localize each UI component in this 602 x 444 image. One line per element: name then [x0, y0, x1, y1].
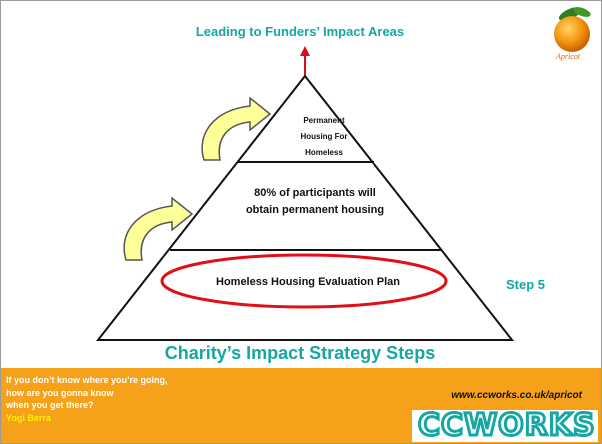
footer-title: Charity’s Impact Strategy Steps [164, 343, 436, 363]
ccworks-logo: CCWORKS [412, 407, 598, 444]
pyramid-top-tier-line: Homeless [305, 148, 343, 157]
pyramid-middle-tier-line: 80% of participants will [254, 187, 376, 199]
apricot-fruit-icon [554, 7, 591, 52]
pyramid-top-tier-line: Housing For [300, 132, 348, 141]
website-link[interactable]: www.ccworks.co.uk/apricot [451, 390, 582, 401]
header-title: Leading to Funders’ Impact Areas [195, 24, 405, 39]
ccworks-logo-text: CCWORKS [417, 407, 597, 444]
pyramid-top-tier-label: Permanent Housing For Homeless [274, 113, 374, 161]
quote-author: Yogi Berra [6, 412, 51, 423]
quote-line: when you get there? [6, 400, 94, 410]
quote: If you don’t know where you’re going, ho… [6, 374, 266, 424]
pyramid-outline [95, 74, 515, 341]
quote-line: If you don’t know where you’re going, [6, 375, 168, 385]
pyramid-middle-tier-line: obtain permanent housing [245, 204, 385, 216]
base-tier-highlight [160, 253, 448, 309]
curved-arrow-icon [123, 196, 194, 261]
pyramid-middle-tier-label: 80% of participants will obtain permanen… [195, 185, 435, 219]
pyramid-base-tier-label: Homeless Housing Evaluation Plan [216, 276, 400, 288]
apricot-logo: Apricot [548, 2, 600, 68]
pyramid-top-tier-line: Permanent [303, 116, 345, 125]
apricot-wordmark: Apricot [556, 52, 580, 61]
step-label: Step 5 [506, 277, 546, 292]
footer-band: If you don’t know where you’re going, ho… [0, 368, 602, 444]
up-arrow-icon [300, 46, 310, 75]
curved-arrow-icon [201, 96, 272, 161]
quote-line: how are you gonna know [6, 387, 114, 398]
